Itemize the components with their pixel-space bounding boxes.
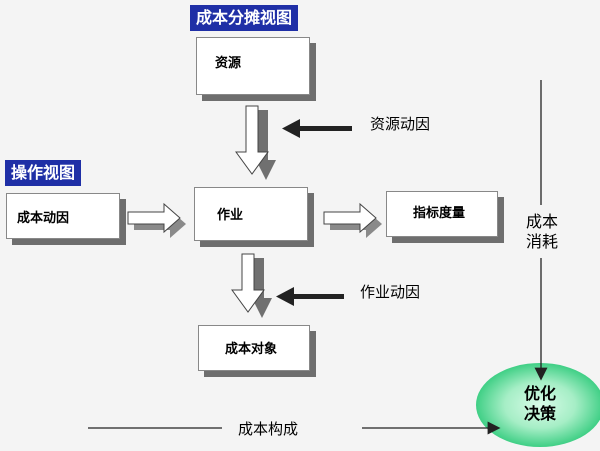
activity-object-arrow bbox=[231, 253, 265, 313]
cost-composition-label: 成本构成 bbox=[238, 420, 299, 438]
activity-label: 作业 bbox=[217, 208, 244, 223]
cost-object-label: 成本对象 bbox=[225, 342, 278, 357]
driver-activity-arrow bbox=[127, 202, 181, 234]
cost-object-box: 成本对象 bbox=[198, 325, 310, 371]
performance-label: 指标度量 bbox=[413, 206, 466, 221]
activity-driver-arrow-body bbox=[290, 294, 344, 299]
cost-consumption-label: 成本 消耗 bbox=[524, 212, 560, 252]
performance-box: 指标度量 bbox=[386, 191, 498, 237]
optimize-line2: 决策 bbox=[523, 404, 556, 423]
activity-driver-label: 作业动因 bbox=[360, 283, 421, 301]
cost-driver-box: 成本动因 bbox=[6, 193, 120, 239]
resource-activity-arrow-shadow bbox=[256, 110, 276, 180]
cost-driver-label: 成本动因 bbox=[17, 211, 70, 226]
optimize-line1: 优化 bbox=[523, 384, 556, 403]
cost-consumption-line1: 成本 bbox=[525, 212, 558, 231]
cost-consumption-line2: 消耗 bbox=[525, 232, 558, 251]
operation-view-tag: 操作视图 bbox=[5, 160, 82, 186]
resource-box: 资源 bbox=[196, 37, 310, 95]
resource-driver-arrow-head bbox=[282, 119, 300, 138]
resource-activity-arrow bbox=[235, 105, 269, 175]
resource-driver-label: 资源动因 bbox=[370, 115, 431, 133]
resource-label: 资源 bbox=[215, 56, 242, 71]
decision-ellipse bbox=[476, 363, 600, 447]
activity-object-arrow-shadow bbox=[252, 258, 272, 318]
activity-box: 作业 bbox=[194, 187, 308, 241]
activity-driver-arrow-head bbox=[276, 287, 294, 306]
activity-performance-arrow bbox=[323, 202, 377, 234]
resource-driver-arrow-body bbox=[296, 126, 352, 131]
optimize-decision-label: 优化 决策 bbox=[518, 384, 562, 424]
cost-allocation-view-tag: 成本分摊视图 bbox=[190, 5, 299, 31]
